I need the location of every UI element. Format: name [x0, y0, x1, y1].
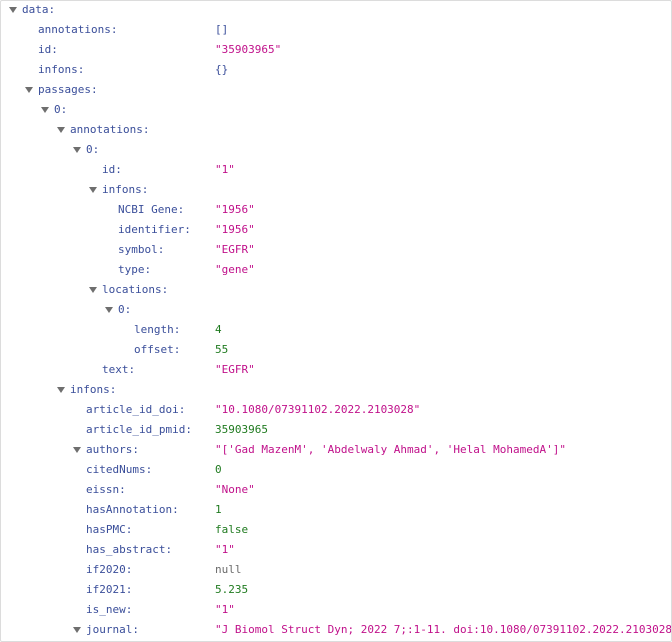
tree-value: "gene": [215, 263, 255, 276]
tree-key: text:: [102, 363, 136, 376]
tree-key: article_id_pmid:: [86, 423, 192, 436]
tree-row-infons[interactable]: infons:: [1, 381, 671, 401]
tree-value: "EGFR": [215, 243, 255, 256]
tree-key: citedNums:: [86, 463, 153, 476]
tree-key: infons:: [70, 383, 117, 396]
collapse-caret-icon[interactable]: [41, 107, 49, 113]
tree-row-article-id-pmid: article_id_pmid: 35903965: [1, 421, 671, 441]
tree-row-passages[interactable]: passages:: [1, 81, 671, 101]
tree-value: []: [215, 23, 229, 36]
tree-row-0[interactable]: 0:: [1, 141, 671, 161]
tree-row-is-new: is_new: "1": [1, 601, 671, 621]
tree-value: 1: [215, 503, 222, 516]
tree-value: 0: [215, 463, 222, 476]
tree-row-journal[interactable]: journal: "J Biomol Struct Dyn; 2022 7;:1-…: [1, 621, 671, 641]
tree-row-type: type: "gene": [1, 261, 671, 281]
tree-key: journal:: [86, 623, 139, 636]
tree-value: "1": [215, 603, 235, 616]
collapse-caret-icon[interactable]: [105, 307, 113, 313]
tree-row-data[interactable]: data:: [1, 1, 671, 21]
tree-row-hasannotation: hasAnnotation: 1: [1, 501, 671, 521]
collapse-caret-icon[interactable]: [73, 627, 81, 633]
collapse-caret-icon[interactable]: [73, 447, 81, 453]
collapse-caret-icon[interactable]: [57, 127, 65, 133]
tree-key: 0:: [86, 143, 100, 156]
tree-row-authors[interactable]: authors: "['Gad MazenM', 'Abdelwaly Ahmad…: [1, 441, 671, 461]
tree-key: 0:: [118, 303, 132, 316]
tree-row-has-abstract: has_abstract: "1": [1, 541, 671, 561]
tree-row-id: id: "35903965": [1, 41, 671, 61]
tree-value: "1956": [215, 223, 255, 236]
tree-value: null: [215, 563, 242, 576]
tree-row-symbol: symbol: "EGFR": [1, 241, 671, 261]
tree-row-eissn: eissn: "None": [1, 481, 671, 501]
tree-value: "35903965": [215, 43, 282, 56]
tree-key: type:: [118, 263, 152, 276]
tree-row-annotations[interactable]: annotations:: [1, 121, 671, 141]
tree-key: passages:: [38, 83, 98, 96]
tree-row-locations[interactable]: locations:: [1, 281, 671, 301]
tree-key: article_id_doi:: [86, 403, 186, 416]
tree-row-offset: offset: 55: [1, 341, 671, 361]
tree-key: identifier:: [118, 223, 191, 236]
tree-row-identifier: identifier: "1956": [1, 221, 671, 241]
tree-key: is_new:: [86, 603, 133, 616]
collapse-caret-icon[interactable]: [89, 187, 97, 193]
tree-key: id:: [38, 43, 58, 56]
tree-key: if2020:: [86, 563, 133, 576]
tree-value: "10.1080/07391102.2022.2103028": [215, 403, 421, 416]
tree-key: 0:: [54, 103, 68, 116]
collapse-caret-icon[interactable]: [57, 387, 65, 393]
tree-key: if2021:: [86, 583, 133, 596]
tree-key: annotations:: [38, 23, 118, 36]
tree-key: data:: [22, 3, 56, 16]
tree-row-id: id: "1": [1, 161, 671, 181]
tree-row-infons[interactable]: infons:: [1, 181, 671, 201]
tree-row-0[interactable]: 0:: [1, 101, 671, 121]
tree-key: annotations:: [70, 123, 150, 136]
tree-key: locations:: [102, 283, 169, 296]
tree-row-annotations: annotations: []: [1, 21, 671, 41]
tree-row-haspmc: hasPMC: false: [1, 521, 671, 541]
tree-row-length: length: 4: [1, 321, 671, 341]
tree-key: hasPMC:: [86, 523, 133, 536]
tree-value: "1956": [215, 203, 255, 216]
collapse-caret-icon[interactable]: [25, 87, 33, 93]
tree-key: infons:: [38, 63, 85, 76]
collapse-caret-icon[interactable]: [9, 7, 17, 13]
tree-row-article-id-doi: article_id_doi: "10.1080/07391102.2022.21…: [1, 401, 671, 421]
tree-value: "EGFR": [215, 363, 255, 376]
tree-key: infons:: [102, 183, 149, 196]
tree-key: offset:: [134, 343, 181, 356]
tree-value: "['Gad MazenM', 'Abdelwaly Ahmad', 'Hela…: [215, 443, 566, 456]
tree-key: length:: [134, 323, 181, 336]
tree-row-text: text: "EGFR": [1, 361, 671, 381]
tree-key: has_abstract:: [86, 543, 173, 556]
tree-value: 4: [215, 323, 222, 336]
tree-value: "1": [215, 543, 235, 556]
tree-value: 55: [215, 343, 229, 356]
tree-key: eissn:: [86, 483, 126, 496]
collapse-caret-icon[interactable]: [89, 287, 97, 293]
tree-key: authors:: [86, 443, 139, 456]
tree-row-if2020: if2020: null: [1, 561, 671, 581]
tree-value: 5.235: [215, 583, 249, 596]
tree-value: false: [215, 523, 249, 536]
tree-row-citednums: citedNums: 0: [1, 461, 671, 481]
collapse-caret-icon[interactable]: [73, 147, 81, 153]
tree-value: "1": [215, 163, 235, 176]
tree-value: "None": [215, 483, 255, 496]
tree-value: "J Biomol Struct Dyn; 2022 7;:1-11. doi:…: [215, 623, 672, 636]
tree-value: {}: [215, 63, 229, 76]
tree-row-ncbi-gene: NCBI Gene: "1956": [1, 201, 671, 221]
tree-key: id:: [102, 163, 122, 176]
tree-row-infons: infons: {}: [1, 61, 671, 81]
tree-value: 35903965: [215, 423, 268, 436]
tree-key: symbol:: [118, 243, 165, 256]
tree-row-0[interactable]: 0:: [1, 301, 671, 321]
tree-row-if2021: if2021: 5.235: [1, 581, 671, 601]
tree-key: hasAnnotation:: [86, 503, 179, 516]
tree-key: NCBI Gene:: [118, 203, 185, 216]
